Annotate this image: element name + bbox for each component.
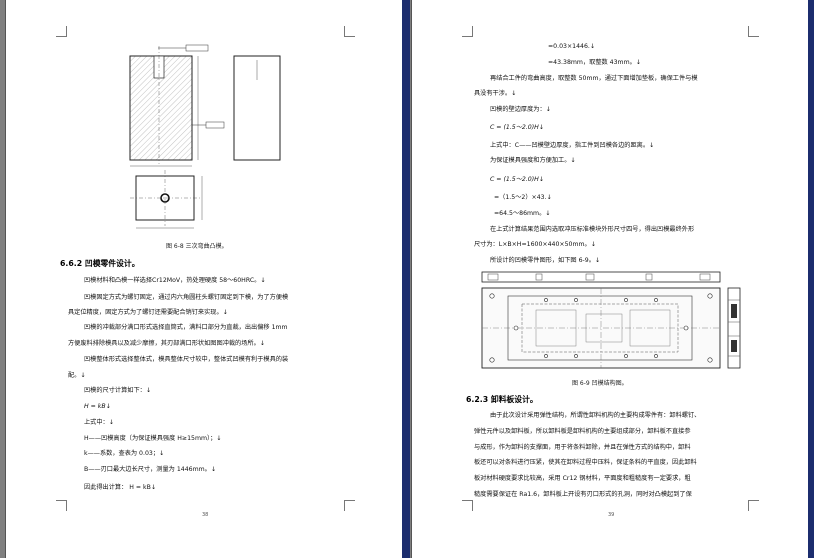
paragraph-line: B——刃口最大边长尺寸，测量为 1446mm。↓	[84, 466, 217, 473]
formula-line: =0.03×1446.↓	[548, 43, 596, 50]
paragraph-line: 为保证模具强度和方便加工。↓	[490, 157, 576, 164]
paragraph-line: 具定位精度，固定方式为了螺钉还需要配合销钉来实现。↓	[68, 309, 228, 316]
paragraph-line: 所设计的凹模零件图形，如下图 6-9。↓	[490, 257, 601, 264]
figure-caption: 图 6-8 三次弯曲凸模。	[166, 243, 228, 250]
window-edge	[808, 0, 814, 558]
formula-line: =（1.5～2）×43.↓	[494, 194, 552, 201]
paragraph-line: 在上式计算结果范围内选取冲压标准模块外形尺寸四号，得出凹模最终外形	[490, 226, 695, 233]
formula-line: C = (1.5～2.0)H↓	[490, 176, 544, 183]
paragraph-line: 与成形，作为卸料的支撑面，用于将条料卸除，并且在弹性方式的结构中，卸料	[474, 444, 691, 451]
page-gutter	[402, 0, 410, 558]
page-number: 38	[202, 512, 209, 518]
paragraph-line: 凹模的冲裁部分满口形式选择直筒式，满料口部分为直裁，出出偏移 1mm	[84, 324, 288, 331]
crop-mark	[56, 500, 67, 511]
paragraph-line: 方便废料排除模具以及减少摩擦，其刃部满口形状如图图冲裁的场所。↓	[68, 340, 265, 347]
paragraph-line: 凹模整体形式选择整体式，模具整体尺寸较中，整体式凹模有利于模具的装	[84, 356, 289, 363]
paragraph-line: 上式中：C——凹模壁边厚度，指工件到凹模各边的距离。↓	[490, 142, 655, 149]
paragraph-line: 上式中：↓	[84, 419, 114, 426]
figure-caption: 图 6-9 凹模结构图。	[572, 380, 628, 387]
formula-line: C = (1.5～2.0)H↓	[490, 124, 544, 131]
paragraph-line: 尺寸为：L×B×H=1600×440×50mm。↓	[474, 241, 596, 248]
paragraph-line: 凹模材料和凸模一样选择Cr12MoV，热处理硬度 58～60HRC。↓	[84, 277, 266, 284]
crop-mark	[56, 26, 67, 37]
paragraph-line: H——凹模高度（为保证模具强度 H≥15mm）；↓	[84, 435, 222, 442]
document-page-right: =0.03×1446.↓ =43.38mm，取整数 43mm。↓ 再结合工件的弯…	[412, 0, 808, 558]
crop-mark	[462, 500, 473, 511]
paragraph-line: 配。↓	[68, 372, 86, 379]
paragraph-line: 由于此次设计采用弹性结构，所谓性卸料机构的主要构成零件有：卸料螺钉、	[490, 412, 701, 419]
crop-mark	[748, 500, 759, 511]
paragraph-line: 弹性元件以及卸料板，所以卸料板是卸料机构的主要组成部分，卸料板不直接参	[474, 428, 691, 435]
crop-mark	[748, 26, 759, 37]
section-heading: 6.2.3 卸料板设计。	[466, 395, 538, 404]
page-number: 39	[608, 512, 615, 518]
paragraph-line: 板还可以对条料进行压紧，使其在卸料过程中压料，保证条料的平直度，因此卸料	[474, 459, 697, 466]
paragraph-line: 再结合工件的弯曲高度，取整数 50mm，通过下面增加垫板，确保工件与模	[490, 75, 698, 82]
formula-line: H = kB↓	[84, 403, 111, 410]
paragraph-line: 板对材料硬度要求比较高，采用 Cr12 钢材料，平面度和粗糙度有一定要求，粗	[474, 475, 691, 482]
crop-mark	[344, 26, 355, 37]
paragraph-line: 凹模的壁边厚度为：↓	[490, 106, 551, 113]
paragraph-line: 因此得出计算： H = kB↓	[84, 484, 157, 491]
formula-line: =43.38mm，取整数 43mm。↓	[548, 59, 641, 66]
paragraph-line: k——系数，查表为 0.03；↓	[84, 450, 165, 457]
formula-line: =64.5～86mm。↓	[494, 210, 551, 217]
paragraph-line: 凹模固定方式为螺钉固定，通过内六角圆柱头螺钉固定到下模，为了方便模	[84, 294, 289, 301]
paragraph-line: 糙度需要保证在 Ra1.6，卸料板上开设有刃口形式的孔洞，同时对凸模起到了保	[474, 491, 692, 498]
paragraph-line: 凹模的尺寸计算如下：↓	[84, 387, 152, 394]
crop-mark	[462, 26, 473, 37]
punch-drawing	[129, 44, 281, 229]
die-structure-drawing	[481, 271, 741, 369]
crop-mark	[344, 500, 355, 511]
paragraph-line: 具没有干涉。↓	[474, 90, 517, 97]
section-heading: 6.6.2 凹模零件设计。	[60, 259, 140, 268]
document-page-left: 图 6-8 三次弯曲凸模。 6.6.2 凹模零件设计。 凹模材料和凸模一样选择C…	[6, 0, 402, 558]
